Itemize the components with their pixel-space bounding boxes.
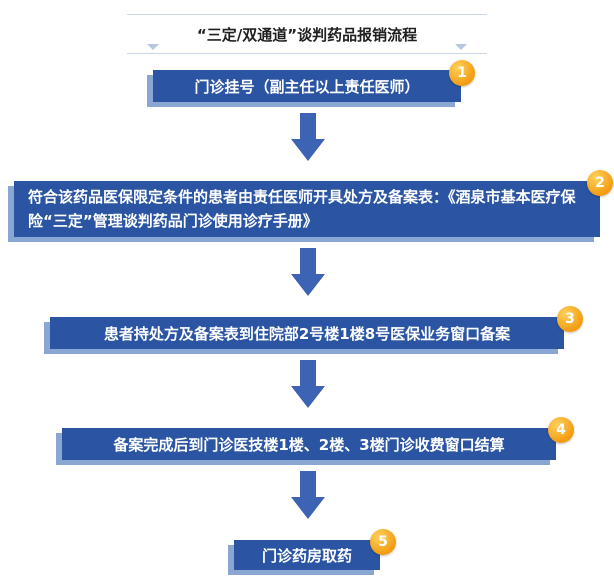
title-text: “三定/双通道”谈判药品报销流程 [196, 25, 418, 44]
flowchart-title: “三定/双通道”谈判药品报销流程 [127, 14, 487, 54]
arrow-4-down-icon [291, 471, 325, 519]
step-5-box: 门诊药房取药 [234, 540, 380, 570]
step-2-number-badge: 2 [587, 170, 613, 196]
step-5-label: 门诊药房取药 [261, 546, 352, 565]
step-4-box: 备案完成后到门诊医技楼1楼、2楼、3楼门诊收费窗口结算 [62, 428, 556, 460]
step-4-number-badge: 4 [548, 417, 574, 443]
step-3-box: 患者持处方及备案表到住院部2号楼1楼8号医保业务窗口备案 [50, 317, 564, 349]
step-3-label: 患者持处方及备案表到住院部2号楼1楼8号医保业务窗口备案 [103, 324, 511, 343]
step-1-label: 门诊挂号（副主任以上责任医师） [194, 77, 420, 96]
step-2-label: 符合该药品医保限定条件的患者由责任医师开具处方及备案表：《酒泉市基本医疗保险“三… [28, 188, 576, 230]
title-decoration-triangle-right [455, 44, 467, 50]
step-3-number-badge: 3 [557, 306, 583, 332]
step-1-number-badge: 1 [449, 60, 475, 86]
arrow-2-down-icon [291, 248, 325, 296]
step-2-box: 符合该药品医保限定条件的患者由责任医师开具处方及备案表：《酒泉市基本医疗保险“三… [14, 181, 600, 237]
step-5-number-badge: 5 [370, 529, 396, 555]
arrow-1-down-icon [291, 113, 325, 161]
step-1-box: 门诊挂号（副主任以上责任医师） [153, 70, 461, 102]
step-4-label: 备案完成后到门诊医技楼1楼、2楼、3楼门诊收费窗口结算 [113, 435, 505, 454]
arrow-3-down-icon [291, 360, 325, 408]
title-decoration-triangle-left [147, 44, 159, 50]
